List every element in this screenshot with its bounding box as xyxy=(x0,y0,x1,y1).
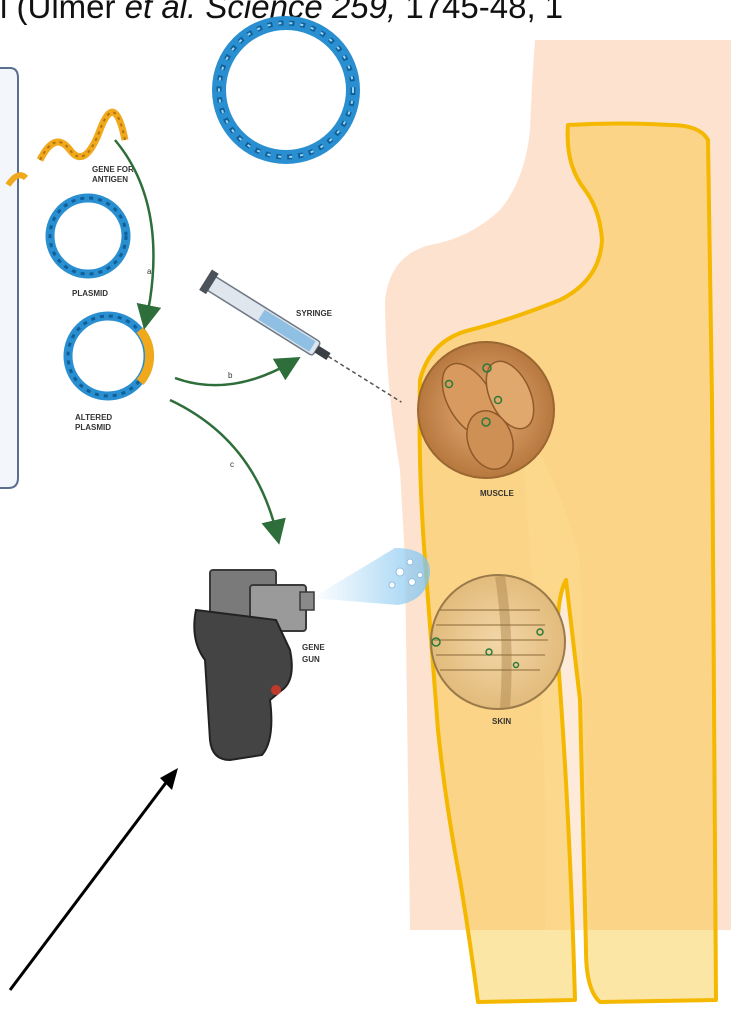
left-panel-border xyxy=(0,68,18,488)
label-altered-plasmid: PLASMID xyxy=(75,423,111,432)
label-gun: GUN xyxy=(302,655,320,664)
label-muscle: MUSCLE xyxy=(480,489,514,498)
pointer-arrow xyxy=(10,780,168,990)
label-gene: GENE xyxy=(302,643,325,652)
spray-cloud xyxy=(312,548,430,605)
plasmid-icon xyxy=(50,198,126,274)
label-gene-for: GENE FOR xyxy=(92,165,134,174)
arrow-c xyxy=(170,400,277,535)
large-plasmid-icon xyxy=(219,23,353,157)
label-antigen: ANTIGEN xyxy=(92,175,128,184)
label-step-b: b xyxy=(228,371,233,380)
label-skin: SKIN xyxy=(492,717,511,726)
label-syringe: SYRINGE xyxy=(296,309,333,318)
altered-plasmid-icon xyxy=(68,316,150,396)
syringe-icon xyxy=(199,270,408,413)
skin-detail-icon xyxy=(431,575,565,709)
arrow-b xyxy=(175,362,292,385)
label-plasmid: PLASMID xyxy=(72,289,108,298)
muscle-detail-icon xyxy=(418,342,554,478)
label-step-c: c xyxy=(230,460,234,469)
gene-gun-icon xyxy=(194,570,314,760)
label-step-a: a xyxy=(147,267,152,276)
label-altered: ALTERED xyxy=(75,413,112,422)
